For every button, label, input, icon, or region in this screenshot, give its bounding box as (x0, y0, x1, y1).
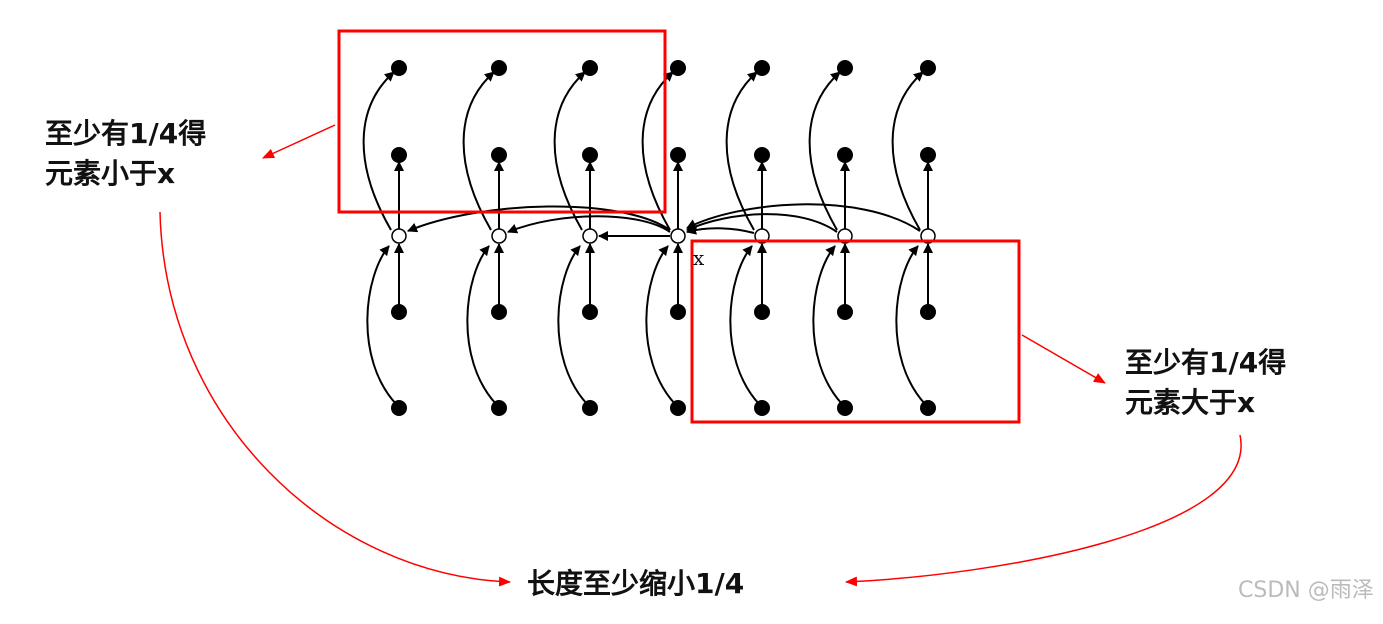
edge-curve-from-median (641, 71, 674, 231)
red-curve-left-to-bottom (159, 211, 511, 587)
edge-x-to-group (407, 205, 671, 233)
element-node (491, 147, 507, 163)
element-node (491, 60, 507, 76)
element-node (582, 60, 598, 76)
element-node (582, 400, 598, 416)
edge-curve-from-median (891, 71, 924, 231)
element-node (391, 304, 407, 320)
element-node (670, 400, 686, 416)
edge-curve-from-median (725, 71, 758, 231)
edge-curve-to-median (729, 245, 760, 405)
element-node (391, 60, 407, 76)
watermark: CSDN @雨泽 (1238, 578, 1374, 603)
element-node (754, 60, 770, 76)
edge-curve-to-median (812, 245, 843, 405)
element-node (837, 60, 853, 76)
edge-curve-from-median (462, 71, 495, 231)
element-node (670, 147, 686, 163)
edge-group-to-x (686, 224, 755, 235)
element-node (920, 147, 936, 163)
conclusion-label: 长度至少缩小1/4 (527, 567, 745, 600)
element-node (582, 147, 598, 163)
element-node (837, 400, 853, 416)
element-node (920, 400, 936, 416)
edge-curve-to-median (466, 245, 497, 405)
element-node (670, 60, 686, 76)
element-node (491, 304, 507, 320)
median-node (391, 228, 407, 244)
edge-curve-to-median (366, 245, 397, 405)
edge-group-to-x (686, 203, 921, 232)
edge-curve-to-median (645, 245, 676, 405)
edge-curve-to-median (895, 245, 926, 405)
median-node (491, 228, 507, 244)
less-than-label: 至少有1/4得 元素小于x (45, 114, 206, 194)
median-node (670, 228, 686, 244)
element-node (837, 147, 853, 163)
edge-group-to-x (686, 213, 838, 233)
less-than-x-box (337, 29, 667, 214)
less-than-label-line2: 元素小于x (45, 157, 176, 190)
red-curve-right-to-bottom (845, 434, 1242, 587)
element-node (920, 60, 936, 76)
element-node (391, 400, 407, 416)
greater-than-x-box (690, 239, 1021, 424)
element-node (582, 304, 598, 320)
element-node (391, 147, 407, 163)
red-arrow-right-label (1021, 334, 1106, 384)
red-arrow-left-label (262, 124, 336, 159)
median-x-label: x (693, 246, 705, 270)
element-node (920, 304, 936, 320)
greater-than-label-line2: 元素大于x (1125, 386, 1256, 419)
median-node (582, 228, 598, 244)
element-node (491, 400, 507, 416)
greater-than-label-line1: 至少有1/4得 (1125, 346, 1287, 379)
element-node (754, 304, 770, 320)
element-node (670, 304, 686, 320)
edge-curve-from-median (808, 71, 841, 231)
greater-than-label: 至少有1/4得 元素大于x (1125, 343, 1286, 423)
edge-x-to-group (507, 215, 671, 234)
element-node (837, 304, 853, 320)
edge-curve-to-median (557, 245, 588, 405)
less-than-label-line1: 至少有1/4得 (45, 117, 207, 150)
element-node (754, 147, 770, 163)
edge-curve-from-median (362, 71, 395, 231)
element-node (754, 400, 770, 416)
